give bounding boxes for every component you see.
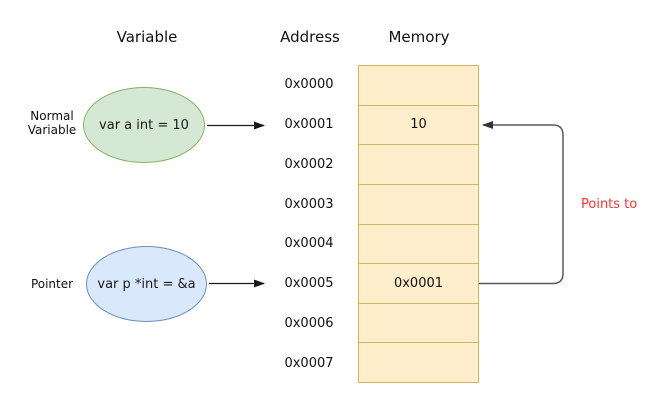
memory-cell	[359, 225, 478, 265]
column-header-address: Address	[280, 28, 340, 46]
memory-table: 10 0x0001	[358, 65, 479, 383]
address-label: 0x0001	[284, 117, 334, 133]
address-label: 0x0002	[284, 156, 334, 172]
address-label: 0x0000	[284, 77, 334, 93]
ellipse-normal-variable: var a int = 10	[83, 87, 205, 163]
address-label: 0x0003	[284, 196, 334, 212]
address-list: 0x0000 0x0001 0x0002 0x0003 0x0004 0x000…	[259, 65, 359, 383]
label-normal-variable: Normal Variable	[27, 109, 77, 138]
address-label: 0x0007	[284, 355, 334, 371]
column-header-variable: Variable	[116, 28, 178, 46]
memory-cell: 0x0001	[359, 264, 478, 304]
memory-cell	[359, 66, 478, 106]
ellipse-pointer: var p *int = &a	[86, 246, 207, 322]
memory-cell	[359, 304, 478, 344]
label-pointer: Pointer	[30, 277, 74, 291]
address-label: 0x0004	[284, 236, 334, 252]
memory-cell: 10	[359, 106, 478, 146]
address-label: 0x0005	[284, 276, 334, 292]
memory-cell	[359, 343, 478, 382]
column-header-memory: Memory	[388, 28, 450, 46]
points-to-label: Points to	[581, 197, 638, 212]
memory-cell	[359, 145, 478, 185]
address-label: 0x0006	[284, 315, 334, 331]
memory-cell	[359, 185, 478, 225]
